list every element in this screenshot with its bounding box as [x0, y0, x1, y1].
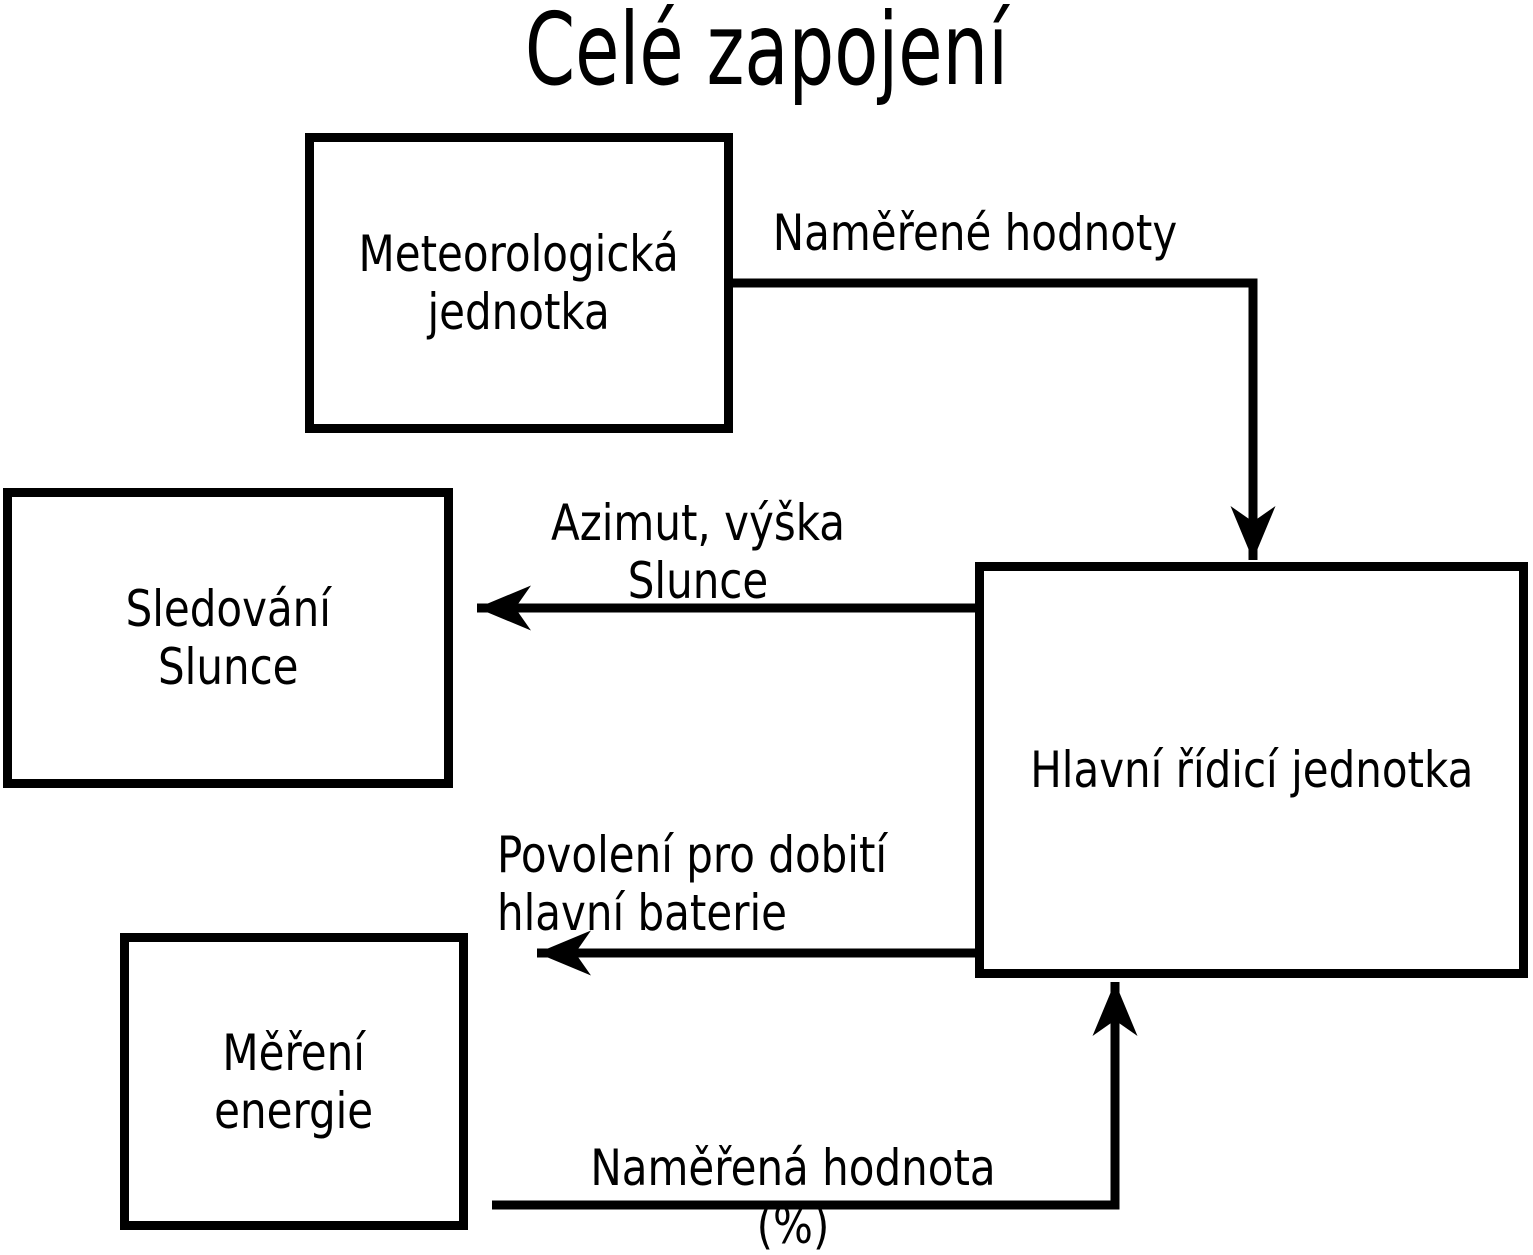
diagram-title: Celé zapojení: [524, 0, 1009, 108]
node-sun-tracking: Sledování Slunce: [3, 488, 453, 788]
node-label: Měření energie: [214, 1023, 374, 1140]
node-label: Hlavní řídicí jednotka: [1029, 741, 1474, 799]
node-meteorological-unit: Meteorologická jednotka: [305, 133, 733, 433]
label-charge-permission: Povolení pro dobití hlavní baterie: [497, 826, 888, 942]
label-sun-azimuth: Azimut, výška Slunce: [550, 494, 846, 610]
node-label: Meteorologická jednotka: [358, 225, 680, 341]
label-measured-percent: Naměřená hodnota (%): [590, 1139, 996, 1255]
arrow-measured-values: [733, 278, 1276, 560]
node-label: Sledování Slunce: [125, 580, 331, 696]
node-main-control-unit: Hlavní řídicí jednotka: [975, 562, 1528, 978]
arrow-measured-percent: [492, 982, 1138, 1210]
label-measured-values: Naměřené hodnoty: [772, 204, 1178, 262]
node-energy-measurement: Měření energie: [120, 933, 468, 1230]
